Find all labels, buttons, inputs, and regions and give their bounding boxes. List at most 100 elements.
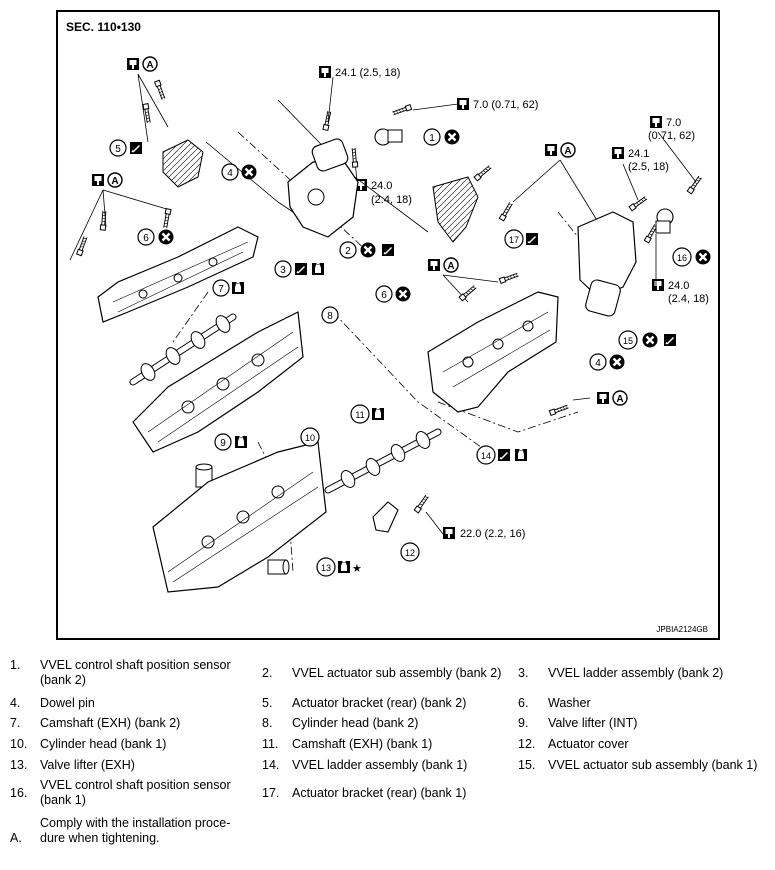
legend-number: 12. [518,737,536,751]
svg-text:12: 12 [405,548,415,558]
torque-spec-3: 24.0 (2.4, 18) [355,179,412,206]
legend-number: 16. [10,786,28,800]
svg-text:2: 2 [345,246,351,257]
exploded-diagram: SEC. 110•130 JPBIA2124GB [56,10,720,640]
vvel-actuator-bank1 [577,211,637,298]
sensor-bank2 [374,128,403,146]
svg-text:10: 10 [305,433,315,443]
svg-text:9: 9 [220,438,226,449]
callout-13: 13 ★ [316,557,362,577]
callout-2: 2 [339,241,395,259]
callout-12: 12 [400,542,420,562]
legend-number: 6. [518,696,529,710]
torque-spec-7: 22.0 (2.2, 16) [443,527,525,540]
reference-code: JPBIA2124GB [656,625,708,634]
svg-text:24.1: 24.1 [628,148,649,160]
legend-number: 2. [262,666,273,680]
legend-label: Actuator cover [548,737,629,751]
svg-text:4: 4 [595,358,601,369]
engine-exploded-view: 24.1 (2.5, 18) 7.0 (0.71, 62) 24.0 (2.4,… [69,56,712,593]
legend-number: 3. [518,666,529,680]
svg-text:7.0 (0.71, 62): 7.0 (0.71, 62) [473,99,538,111]
svg-text:17: 17 [509,235,519,245]
procedure-marker-a: A [127,56,158,72]
callout-4: 4 [589,353,626,371]
legend-label: Dowel pin [40,696,95,710]
legend-number: 5. [262,696,273,710]
callout-8: 8 [321,306,339,324]
callout-6: 6 [137,228,175,246]
legend-number: 11. [262,737,279,751]
svg-text:24.1 (2.5, 18): 24.1 (2.5, 18) [335,67,400,79]
procedure-marker-a: A [545,142,576,158]
callout-3: 3 [274,260,325,278]
callout-14: 14 [476,445,528,465]
svg-text:(0.71, 62): (0.71, 62) [648,130,695,142]
legend-label: VVEL actuator sub assembly (bank 1) [548,758,758,772]
svg-text:5: 5 [115,144,121,155]
callout-5: 5 [109,139,143,157]
legend-number: 10. [10,737,28,751]
legend-label: Cylinder head (bank 2) [292,716,419,730]
legend-label: Actuator bracket (rear) (bank 1) [292,786,467,800]
svg-text:(2.4, 18): (2.4, 18) [668,293,709,305]
actuator-bracket-bank1 [432,176,479,243]
legend-label: Comply with the installation proce-dure … [40,816,231,845]
cylinder-head-bank1 [152,441,327,593]
legend-label: Cylinder head (bank 1) [40,737,167,751]
callout-16: 16 [672,247,712,267]
svg-text:A: A [447,261,454,272]
svg-text:11: 11 [355,410,364,420]
torque-spec-1: 24.1 (2.5, 18) [319,66,400,79]
legend-number: 7. [10,716,21,730]
svg-text:6: 6 [381,290,387,301]
actuator-cover [372,501,399,533]
svg-text:(2.5, 18): (2.5, 18) [628,161,669,173]
legend-label: VVEL actuator sub assembly (bank 2) [292,666,502,680]
callout-15: 15 [618,330,677,350]
legend-label: VVEL ladder assembly (bank 2) [548,666,724,680]
legend-number: 1. [10,658,21,672]
legend-label: Camshaft (EXH) (bank 1) [292,737,433,751]
legend-number: 9. [518,716,529,730]
actuator-bracket-bank2 [162,139,204,188]
svg-text:6: 6 [143,233,149,244]
callout-17: 17 [504,229,539,249]
legend-label: Actuator bracket (rear) (bank 2) [292,696,467,710]
procedure-marker-a: A [92,172,123,188]
callout-7: 7 [212,279,245,297]
callout-10: 10 [300,427,320,447]
svg-text:24.0: 24.0 [668,280,689,292]
svg-text:13: 13 [321,563,331,573]
legend-label: VVEL control shaft position sensor(bank … [40,778,231,807]
svg-text:8: 8 [327,311,333,322]
svg-text:7.0: 7.0 [666,117,681,129]
legend-number: 13. [10,758,28,772]
torque-spec-4: 7.0 (0.71, 62) [648,116,695,142]
svg-text:14: 14 [481,451,491,461]
cylinder-head-bank2 [132,311,304,453]
svg-text:4: 4 [227,168,233,179]
svg-text:16: 16 [677,253,687,263]
svg-text:A: A [111,176,118,187]
legend-number: 8. [262,716,273,730]
legend-label: Valve lifter (INT) [548,716,638,730]
svg-text:3: 3 [280,265,286,276]
leader-lines [69,73,697,573]
svg-text:7: 7 [218,284,224,295]
legend-number: 17. [262,786,280,800]
sensor-bank1 [655,208,674,234]
svg-text:★: ★ [352,563,362,575]
svg-text:15: 15 [623,336,633,346]
legend-label: Camshaft (EXH) (bank 2) [40,716,181,730]
torque-spec-2: 7.0 (0.71, 62) [457,98,538,111]
callout-11: 11 [350,404,385,424]
vvel-ladder-bank1 [427,291,559,413]
callout-4: 4 [221,163,258,181]
svg-text:22.0 (2.2, 16): 22.0 (2.2, 16) [460,528,525,540]
legend-number: A. [10,831,22,845]
valve-lifter-exh [267,559,290,575]
legend-label: Washer [548,696,591,710]
torque-spec-6: 24.0 (2.4, 18) [652,279,709,305]
svg-text:24.0: 24.0 [371,180,392,192]
